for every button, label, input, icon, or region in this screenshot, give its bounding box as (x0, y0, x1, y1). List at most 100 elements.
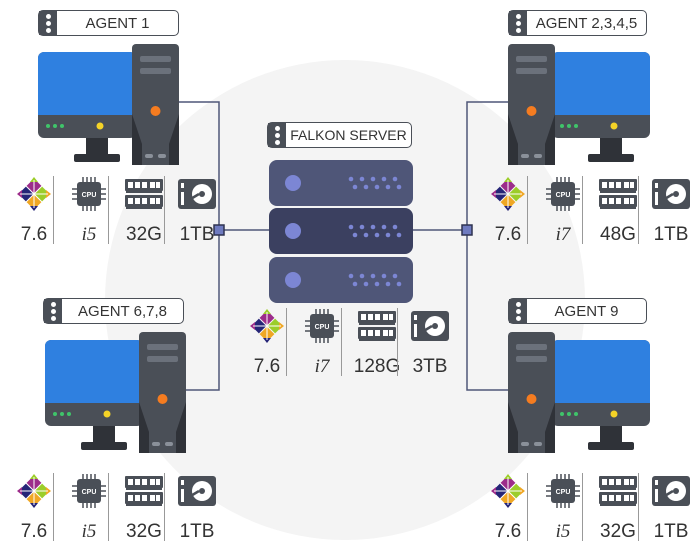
server-vent-dot (352, 232, 358, 238)
cpu-spec: CPU i7 (537, 176, 589, 246)
tower (132, 44, 179, 165)
ram-value: 32G (126, 224, 162, 245)
disk-spec: 3TB (404, 308, 456, 378)
junction-right (461, 224, 473, 236)
server-vent-dot (363, 281, 369, 287)
centos-icon (8, 176, 60, 212)
server-vent-dot (363, 184, 369, 190)
server-vent-dot (370, 176, 376, 182)
cpu-icon: CPU (296, 308, 348, 344)
monitor (552, 340, 650, 450)
cpu-value: i7 (555, 224, 571, 245)
divider (53, 176, 54, 244)
tower (508, 44, 555, 165)
server-vent-dot (396, 281, 402, 287)
cpu-value: i5 (81, 521, 97, 542)
disk-spec: 1TB (171, 473, 223, 543)
divider (108, 473, 109, 541)
hard-drive-icon (645, 176, 691, 212)
tower (508, 332, 555, 453)
ram-spec: 128G (351, 308, 403, 378)
hard-drive-icon (645, 473, 691, 509)
disk-value: 1TB (653, 521, 689, 542)
server-vent-dot (370, 224, 376, 230)
os-value: 7.6 (20, 224, 48, 245)
ram-icon (592, 473, 644, 509)
agent-678-label: AGENT 6,7,8 (43, 298, 184, 324)
ram-spec: 32G (592, 473, 644, 543)
centos-icon (241, 308, 293, 344)
svg-text:CPU: CPU (556, 192, 571, 199)
disk-value: 1TB (179, 224, 215, 245)
server-vent-dot (374, 184, 380, 190)
os-value: 7.6 (20, 521, 48, 542)
ram-icon (118, 176, 170, 212)
label-text: AGENT 1 (85, 14, 150, 32)
server-unit-led (285, 223, 301, 239)
ram-icon (592, 176, 644, 212)
server-vent-dot (374, 232, 380, 238)
server-vent-dot (348, 176, 354, 182)
os-value: 7.6 (494, 224, 522, 245)
divider (108, 176, 109, 244)
ram-spec: 48G (592, 176, 644, 246)
centos-icon (482, 176, 534, 212)
cpu-icon: CPU (63, 176, 115, 212)
server-vent-dot (396, 184, 402, 190)
disk-spec: 1TB (171, 176, 223, 246)
ram-value: 128G (353, 356, 401, 377)
monitor (38, 52, 136, 162)
centos-icon (8, 473, 60, 509)
server-vent-dot (359, 224, 365, 230)
agent-1-label: AGENT 1 (38, 10, 179, 36)
svg-text:CPU: CPU (556, 489, 571, 496)
server-vent-dot (359, 176, 365, 182)
agent-678-computer-icon (45, 332, 187, 461)
svg-text:CPU: CPU (315, 324, 330, 331)
hard-drive-icon (171, 473, 223, 509)
label-text: AGENT 2,3,4,5 (535, 14, 638, 32)
divider (164, 176, 165, 244)
os-spec: 7.6 (8, 176, 60, 246)
disk-spec: 1TB (645, 176, 691, 246)
hard-drive-icon (171, 176, 223, 212)
svg-text:CPU: CPU (82, 192, 97, 199)
os-spec: 7.6 (482, 176, 534, 246)
ram-value: 32G (126, 521, 162, 542)
cpu-value: i5 (81, 224, 97, 245)
server-vent-dot (363, 232, 369, 238)
server-rack-icon (269, 160, 413, 303)
cpu-spec: CPU i5 (63, 176, 115, 246)
tower (139, 332, 186, 453)
os-spec: 7.6 (241, 308, 293, 378)
os-value: 7.6 (494, 521, 522, 542)
link-agent678 (183, 230, 220, 391)
ram-value: 32G (600, 521, 636, 542)
server-label: FALKON SERVER (267, 122, 412, 148)
ram-value: 48G (600, 224, 636, 245)
server-vent-dot (352, 184, 358, 190)
ram-icon (118, 473, 170, 509)
divider (164, 473, 165, 541)
agent-9-computer-icon (508, 332, 650, 461)
cpu-spec: CPU i5 (63, 473, 115, 543)
agent-1-computer-icon (38, 44, 180, 173)
divider (53, 473, 54, 541)
disk-spec: 1TB (645, 473, 691, 543)
server-vent-dot (396, 232, 402, 238)
monitor (552, 52, 650, 162)
link-agent1 (178, 101, 220, 230)
server-vent-dot (385, 184, 391, 190)
server-vent-dot (381, 176, 387, 182)
centos-icon (482, 473, 534, 509)
divider (286, 308, 287, 376)
server-vent-dot (348, 273, 354, 279)
server-vent-dot (352, 281, 358, 287)
label-text: AGENT 9 (554, 302, 619, 320)
monitor (45, 340, 143, 450)
svg-text:CPU: CPU (82, 489, 97, 496)
